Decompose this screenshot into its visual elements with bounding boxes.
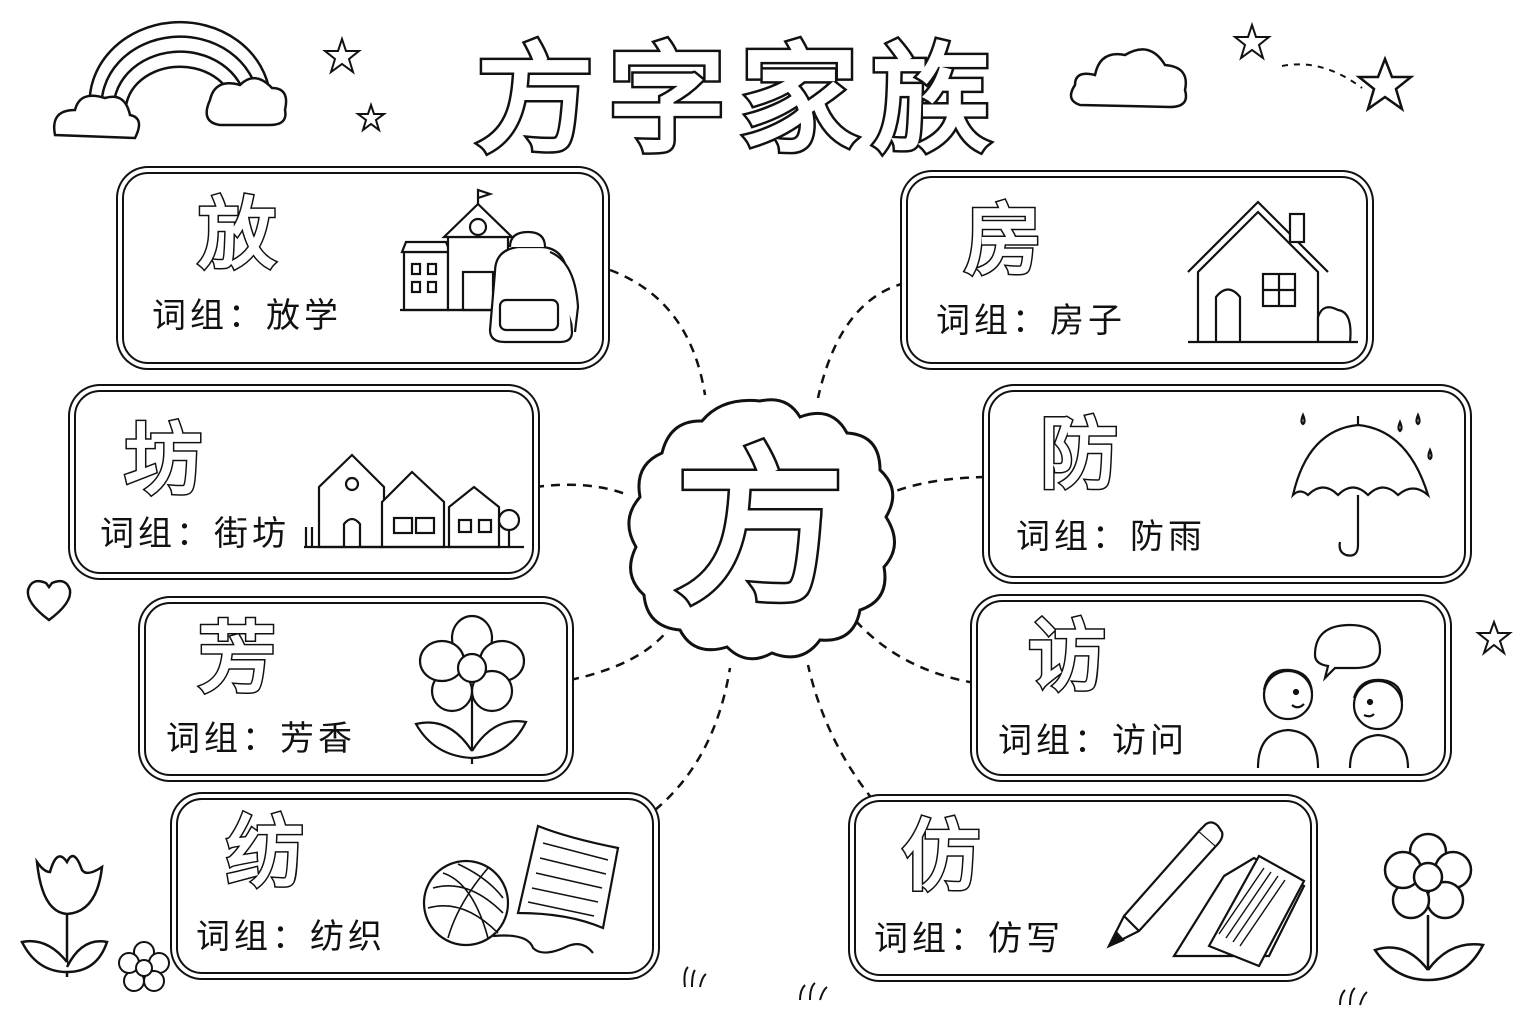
word-card-fang1-workshop: 坊 词组：街坊 (74, 390, 534, 574)
card-word-phrase: 词组：房子 (936, 301, 1126, 341)
daisy-icon (1373, 832, 1485, 982)
word-card-fang2-house: 房 词组：房子 (906, 176, 1368, 364)
card-word-phrase: 词组：访问 (998, 721, 1188, 761)
card-character: 放 (196, 190, 277, 280)
page-title: 方字家族 (473, 28, 1004, 171)
rainbow-icon (52, 20, 288, 140)
school-icon (400, 188, 580, 344)
word-card-fang3-visit: 访 词组：访问 (976, 600, 1446, 776)
word-card-fang3-imitate: 仿 词组：仿写 (854, 800, 1312, 976)
tulip-icon (20, 854, 109, 977)
card-word-phrase: 词组：放学 (152, 296, 342, 336)
center-bubble (627, 398, 896, 661)
star-icon (1475, 619, 1513, 656)
flower-icon (414, 614, 528, 764)
house-icon (1187, 200, 1358, 344)
card-character: 仿 (900, 812, 981, 902)
dashed-trail (1281, 63, 1363, 89)
card-character: 纺 (224, 808, 305, 898)
pencil-and-notebook-icon (1106, 821, 1306, 968)
card-word-phrase: 词组：防雨 (1016, 517, 1206, 557)
card-character: 访 (1026, 612, 1107, 702)
card-word-phrase: 词组：仿写 (874, 919, 1064, 959)
daisy-icon (118, 941, 170, 992)
grass-icon (799, 982, 828, 1001)
star-icon (322, 35, 362, 75)
word-card-fang2-prevent: 防 词组：防雨 (988, 390, 1466, 578)
card-word-phrase: 词组：街坊 (100, 514, 290, 554)
umbrella-in-rain-icon (1291, 412, 1433, 557)
row-of-houses-icon (304, 453, 524, 549)
two-children-talking-icon (1256, 623, 1410, 769)
grass-icon (683, 966, 707, 988)
star-icon (1232, 21, 1272, 61)
card-word-phrase: 词组：纺织 (196, 917, 386, 957)
heart-icon (26, 579, 72, 622)
card-character: 芳 (196, 614, 277, 704)
yarn-and-cloth-icon (422, 824, 620, 954)
star-icon (355, 101, 387, 133)
card-character: 坊 (122, 416, 203, 506)
card-character: 房 (962, 196, 1043, 286)
word-card-fang3-spin: 纺 词组：纺织 (176, 798, 654, 974)
center-character: 方 (672, 430, 847, 628)
word-card-fang4: 放 词组：放学 (122, 172, 604, 364)
word-card-fang1-fragrant: 芳 词组：芳香 (144, 602, 568, 776)
card-character: 防 (1038, 410, 1119, 500)
card-word-phrase: 词组：芳香 (166, 719, 356, 759)
cloud-icon (1069, 48, 1188, 109)
star-icon (1355, 55, 1415, 113)
grass-icon (1339, 987, 1368, 1006)
